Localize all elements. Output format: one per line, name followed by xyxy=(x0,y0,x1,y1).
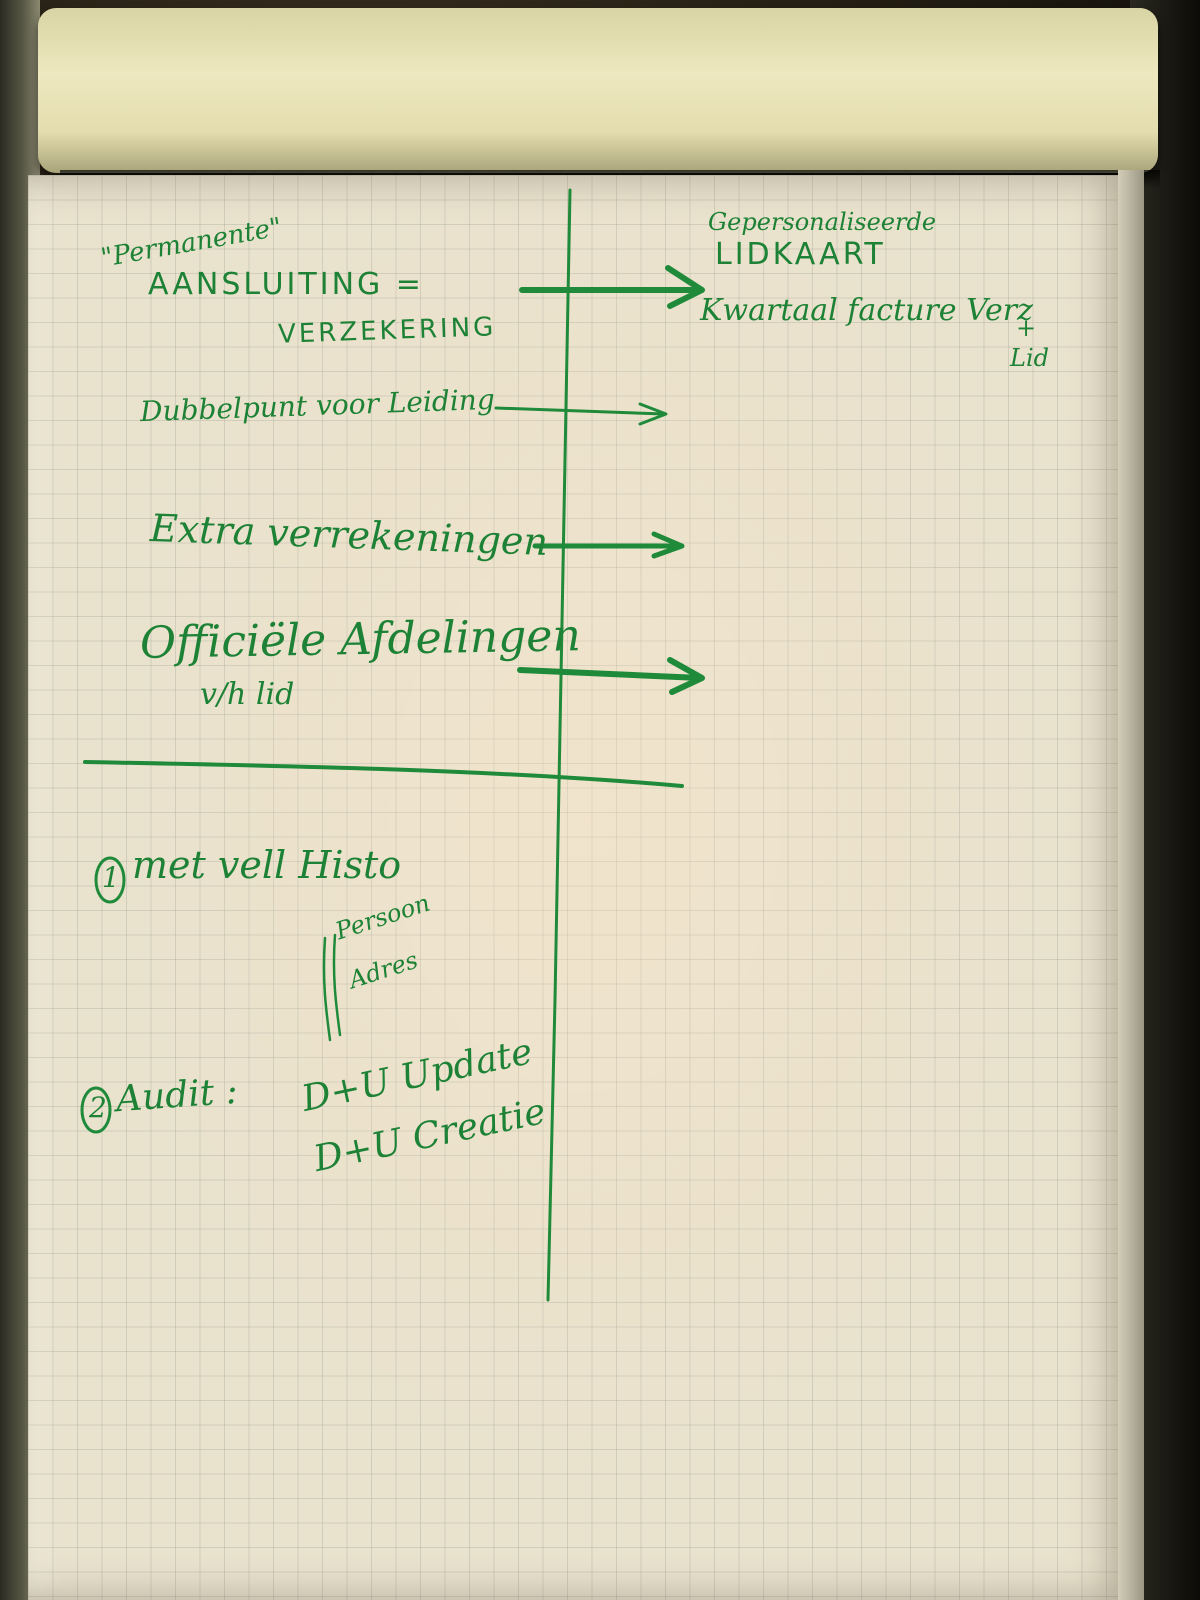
vertical-divider xyxy=(546,188,572,1302)
note-verzekering: VERZEKERING xyxy=(277,312,497,350)
arrow-dubbelpunt xyxy=(494,402,668,426)
arrow-officiele xyxy=(517,657,705,695)
note-item1-text: met vell Histo xyxy=(132,843,402,887)
note-item1-number: 1 xyxy=(102,861,120,894)
double-stroke-1 xyxy=(322,936,332,1042)
note-lid: Lid xyxy=(1010,344,1049,372)
double-stroke-2 xyxy=(332,933,342,1037)
note-gepersonaliseerde: Gepersonaliseerde xyxy=(708,208,937,236)
note-plus: + xyxy=(1016,314,1037,342)
note-aansluiting: AANSLUITING = xyxy=(148,267,424,302)
circle-item-1 xyxy=(94,856,126,904)
arrow-extra xyxy=(532,531,685,559)
sheet-edge xyxy=(1118,170,1144,1600)
note-lidkaart: LIDKAART xyxy=(715,237,886,272)
paper-roll xyxy=(38,8,1158,173)
note-item2-number: 2 xyxy=(89,1091,107,1124)
horizontal-divider xyxy=(83,760,684,788)
note-kwartaal: Kwartaal facture Verz xyxy=(700,293,1033,328)
note-officiele: Officiële Afdelingen xyxy=(139,610,582,669)
note-item2-label: Audit : xyxy=(114,1070,240,1121)
circle-item-2 xyxy=(80,1086,112,1134)
note-vh-lid: v/h lid xyxy=(200,677,295,712)
arrow-aansluiting xyxy=(519,265,705,309)
